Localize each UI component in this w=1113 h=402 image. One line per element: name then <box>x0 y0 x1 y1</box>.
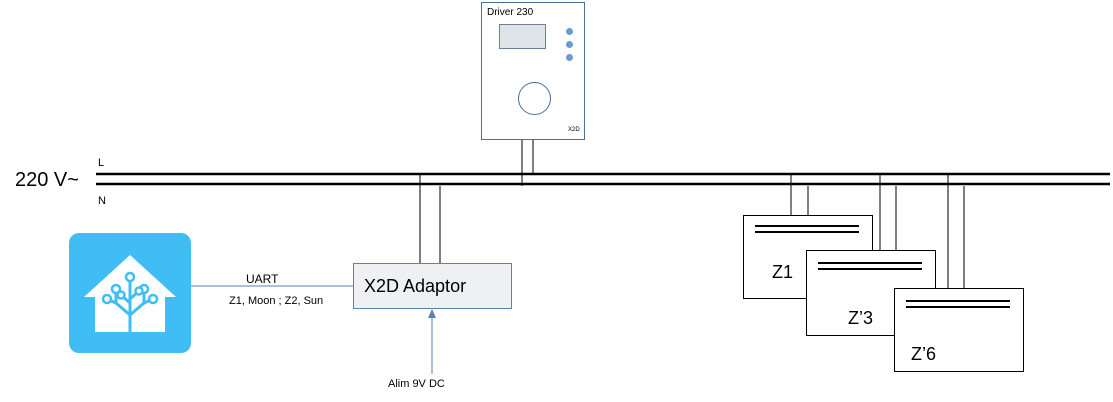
driver-led-2 <box>566 41 573 48</box>
x2d-adaptor: X2D Adaptor <box>353 263 512 309</box>
driver-device: Driver 230 X2D <box>481 2 585 140</box>
zone-z6-label: Z’6 <box>911 344 937 364</box>
uart-label: UART <box>246 272 279 286</box>
phase-label: L <box>98 157 105 169</box>
zone-z3-label: Z’3 <box>848 308 874 328</box>
driver-brand: X2D <box>568 127 580 133</box>
zone-z6-device-lines <box>906 300 1010 308</box>
supply-label: Alim 9V DC <box>388 378 445 390</box>
tree-nodes <box>101 271 159 305</box>
voltage-label: 220 V~ <box>15 169 79 191</box>
zone-z3-device-lines <box>818 262 922 270</box>
neutral-label: N <box>98 195 106 207</box>
driver-led-3 <box>566 54 573 61</box>
zone-z1-label: Z1 <box>772 262 794 282</box>
supply-arrow-head <box>428 309 436 318</box>
zones-mapping-label: Z1, Moon ; Z2, Sun <box>229 295 324 307</box>
zone-z1-device-lines <box>755 225 859 233</box>
driver-led-1 <box>566 28 573 35</box>
home-assistant-icon <box>69 233 191 353</box>
driver-display <box>499 24 546 49</box>
driver-knob <box>518 82 551 115</box>
home-assistant-glyph <box>84 255 176 334</box>
zone-z6-box: Z’6 <box>894 288 1024 372</box>
adaptor-label: X2D Adaptor <box>364 276 467 296</box>
driver-label: Driver 230 <box>487 7 534 18</box>
